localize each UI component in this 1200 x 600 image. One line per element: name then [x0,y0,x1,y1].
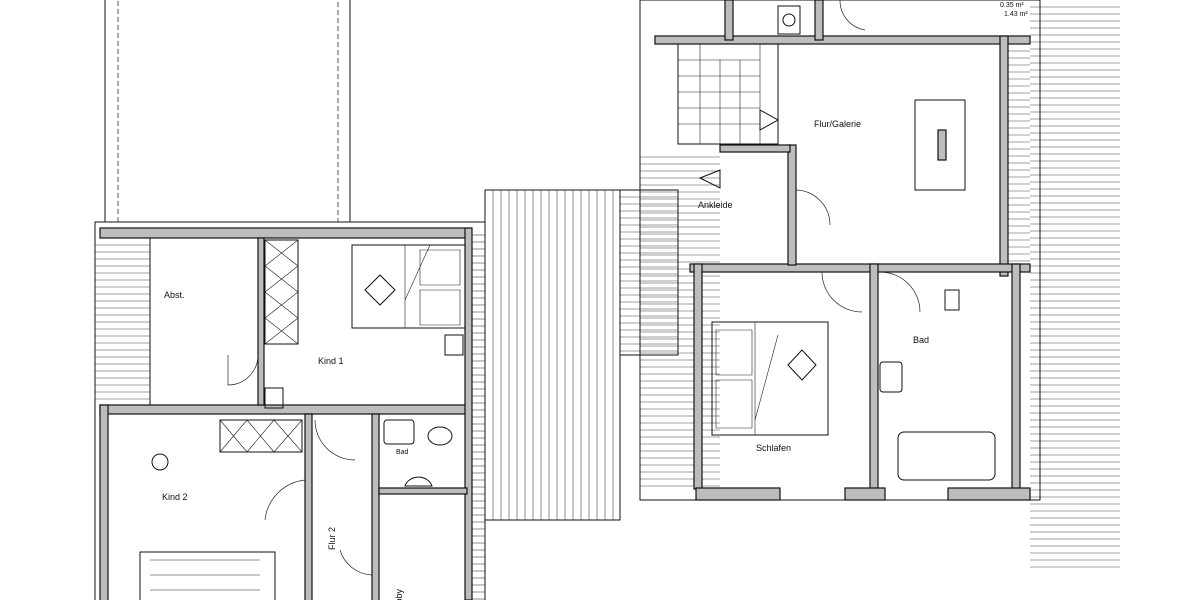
wardrobe-kind2 [219,419,303,453]
staircase [677,43,780,189]
middle-roof [484,189,679,521]
roof-hatch-left [95,244,150,400]
roof-hatch-middle-right [620,196,678,352]
desk [914,99,966,191]
room-label-abst: Abst. [164,290,185,300]
room-label-flur-galerie: Flur/Galerie [814,119,861,129]
bed-kind1 [351,244,466,329]
room-label-kind2: Kind 2 [162,492,188,502]
terrace [104,0,351,223]
area-note-1: 0.35 m² [1000,2,1024,9]
room-label-ankleide: Ankleide [698,200,733,210]
room-label-bad-small: Bad [396,449,409,456]
bathroom-fixtures-small [383,419,453,487]
bed-kind2 [139,453,276,600]
bathroom-fixtures [777,5,996,481]
doors-right [795,0,921,313]
room-label-schlafen: Schlafen [756,443,791,453]
roof-hatching [95,6,1120,600]
roof-hatch-middle [492,190,614,520]
room-label-flur2: Flur 2 [327,527,337,550]
room-label-bad: Bad [913,335,929,345]
area-note-2: 1.43 m² [1004,11,1028,18]
roof-hatch-right-inner [640,156,720,487]
bed-schlafen [711,321,829,436]
room-label-hobby: Hobby [394,588,404,600]
room-label-kind1: Kind 1 [318,356,344,366]
roof-hatch-left-edge [472,234,485,600]
roof-hatch-right-inner2 [1005,50,1030,262]
wardrobe-kind1 [264,239,299,345]
doors-left [227,334,464,576]
left-wing-walls [94,221,486,600]
right-wing-walls [639,0,1041,501]
roof-hatch-right [1030,6,1120,568]
